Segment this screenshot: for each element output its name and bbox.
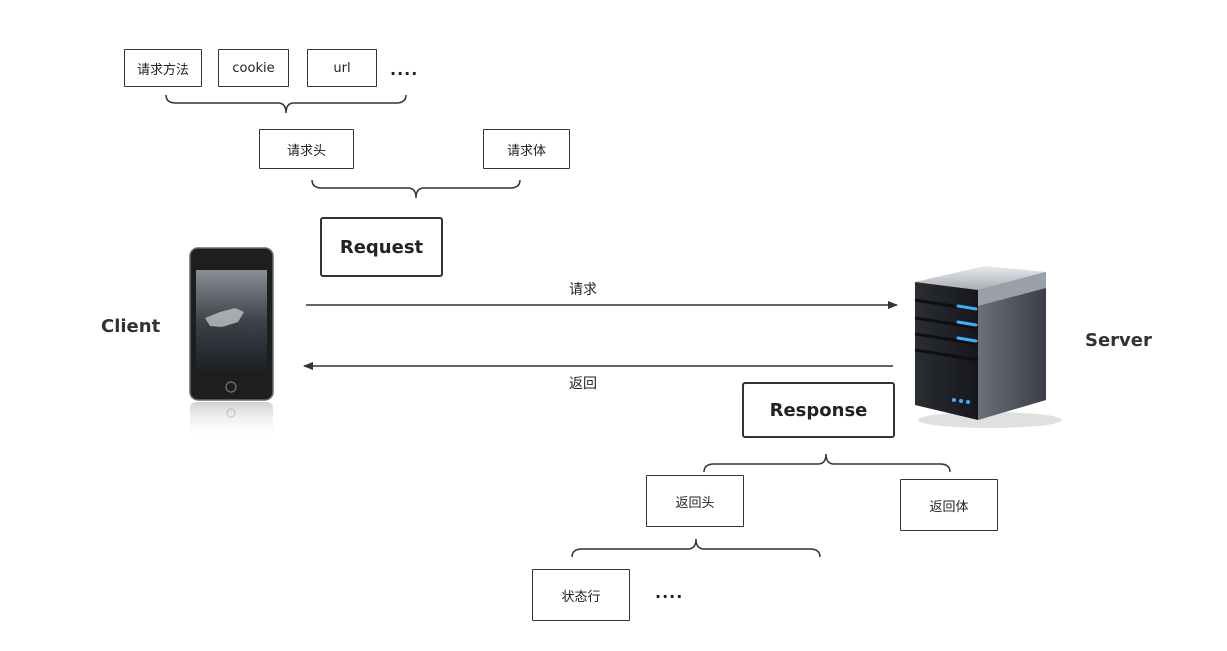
brace-request: [311, 179, 521, 199]
response-head-box: 返回头: [646, 475, 744, 527]
response-arrow-label: 返回: [569, 376, 597, 392]
client-label: Client: [101, 316, 161, 337]
response-head-more: ....: [655, 583, 684, 602]
brace-request-headers: [165, 94, 407, 114]
request-body-box: 请求体: [483, 129, 570, 169]
request-header-item-cookie: cookie: [218, 49, 289, 87]
request-header-item-url: url: [307, 49, 377, 87]
server-icon: [914, 266, 1062, 428]
response-box: Response: [742, 382, 895, 438]
response-body-box: 返回体: [900, 479, 998, 531]
request-header-more: ....: [390, 60, 419, 79]
phone-icon: [189, 247, 274, 440]
request-box: Request: [320, 217, 443, 277]
brace-response-head: [571, 538, 821, 558]
request-arrow-label: 请求: [569, 282, 597, 298]
brace-response: [703, 453, 951, 473]
response-status-line-box: 状态行: [532, 569, 630, 621]
request-head-box: 请求头: [259, 129, 354, 169]
server-label: Server: [1085, 330, 1152, 351]
request-header-item-method: 请求方法: [124, 49, 202, 87]
